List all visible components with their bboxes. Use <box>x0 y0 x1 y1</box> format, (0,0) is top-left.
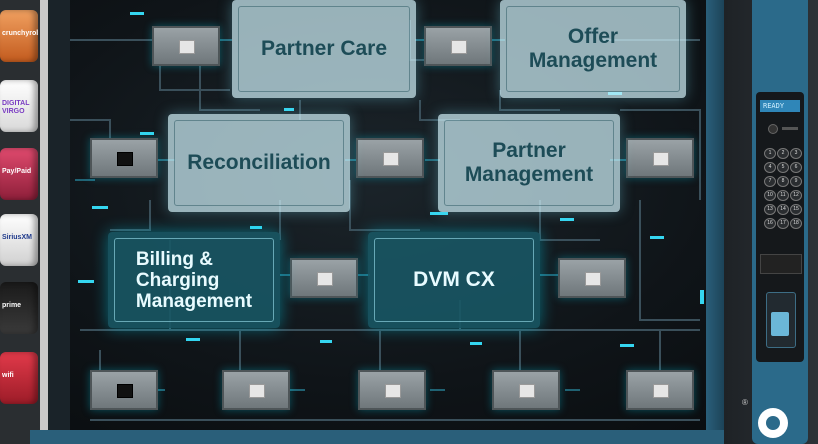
chip <box>358 370 426 410</box>
keypad-key[interactable]: 15 <box>790 204 802 215</box>
panel-label: Billing & Charging Management <box>135 248 253 312</box>
keypad-key[interactable]: 18 <box>790 218 802 229</box>
keypad-key[interactable]: 6 <box>790 162 802 173</box>
frame-left <box>48 0 70 444</box>
chip <box>424 26 492 66</box>
bill-acceptor[interactable] <box>760 254 802 274</box>
keypad-key[interactable]: 4 <box>764 162 776 173</box>
keypad-key[interactable]: 17 <box>777 218 789 229</box>
keypad-key[interactable]: 14 <box>777 204 789 215</box>
brand-logo-inner <box>766 416 780 430</box>
registered-mark: ® <box>742 398 748 407</box>
card-reader-screen <box>771 312 789 336</box>
product-wifi[interactable]: wifi <box>0 352 38 404</box>
chip <box>90 138 158 178</box>
keypad-key[interactable]: 8 <box>777 176 789 187</box>
keypad-key[interactable]: 7 <box>764 176 776 187</box>
product-prime[interactable]: prime <box>0 282 38 334</box>
chip <box>290 258 358 298</box>
keypad-key[interactable]: 10 <box>764 190 776 201</box>
panel-reconciliation[interactable]: Reconciliation <box>168 114 350 212</box>
panel-label: Reconciliation <box>187 151 331 174</box>
panel-label: Offer Management <box>528 25 658 72</box>
panel-billing-charging-management[interactable]: Billing & Charging Management <box>108 232 280 328</box>
keypad-key[interactable]: 13 <box>764 204 776 215</box>
keypad-key[interactable]: 11 <box>777 190 789 201</box>
keypad-key[interactable]: 3 <box>790 148 802 159</box>
chip <box>90 370 158 410</box>
panel-label: Partner Management <box>464 139 594 186</box>
coin-slot-icon[interactable] <box>768 124 778 134</box>
keypad-key[interactable]: 16 <box>764 218 776 229</box>
chip <box>558 258 626 298</box>
product-shelf: crunchyroll DIGITAL VIRGO Pay/Paid Siriu… <box>0 0 40 444</box>
product-digital-virgo[interactable]: DIGITAL VIRGO <box>0 80 38 132</box>
keypad-key[interactable]: 5 <box>777 162 789 173</box>
frame-bottom <box>30 430 730 444</box>
panel-dvm-cx[interactable]: DVM CX <box>368 232 540 328</box>
chip <box>492 370 560 410</box>
product-siriusxm[interactable]: SiriusXM <box>0 214 38 266</box>
chip <box>626 370 694 410</box>
panel-label: Partner Care <box>260 37 388 60</box>
panel-label: DVM CX <box>413 268 495 291</box>
keypad-key[interactable]: 9 <box>790 176 802 187</box>
ready-display: READY <box>760 100 800 112</box>
chip <box>626 138 694 178</box>
keypad-key[interactable]: 2 <box>777 148 789 159</box>
chip <box>152 26 220 66</box>
chip <box>222 370 290 410</box>
panel-partner-care[interactable]: Partner Care <box>232 0 416 98</box>
shelf-edge <box>40 0 48 444</box>
frame-right <box>706 0 724 444</box>
keypad-key[interactable]: 1 <box>764 148 776 159</box>
panel-partner-management[interactable]: Partner Management <box>438 114 620 212</box>
keypad-key[interactable]: 12 <box>790 190 802 201</box>
panel-offer-management[interactable]: Offer Management <box>500 0 686 98</box>
product-pay-paid[interactable]: Pay/Paid <box>0 148 38 200</box>
chip <box>356 138 424 178</box>
card-slot[interactable] <box>782 127 798 130</box>
product-crunchyroll[interactable]: crunchyroll <box>0 10 38 62</box>
